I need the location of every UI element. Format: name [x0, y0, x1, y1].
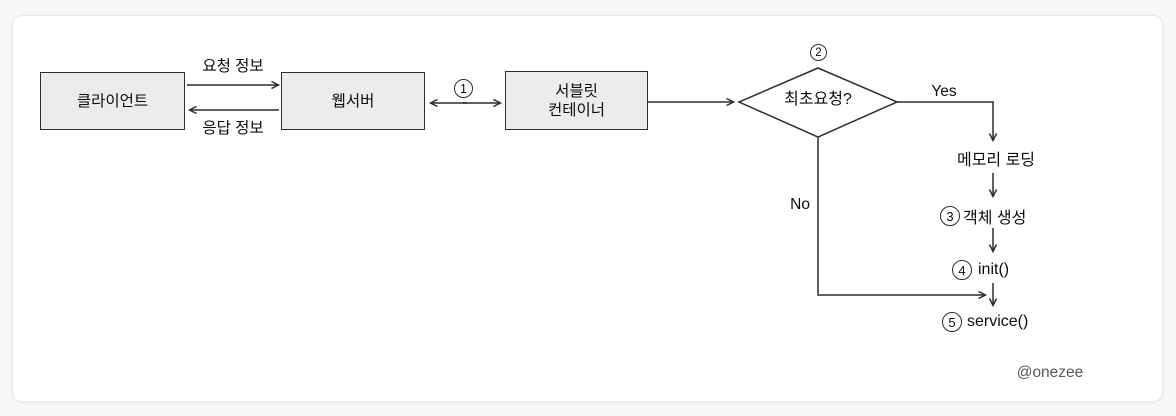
step-5: 5 service() — [942, 312, 1028, 332]
decision-label: 최초요청? — [784, 91, 852, 108]
step-3-label: 객체 생성 — [963, 210, 1027, 227]
step-4-badge: 4 — [952, 260, 972, 280]
edge-yes-arrow — [897, 101, 998, 143]
step-3-number: 3 — [946, 208, 954, 224]
node-servlet-container-label-line1: 서블릿 — [555, 82, 598, 100]
edge-request-label: 요청 정보 — [202, 58, 264, 75]
edge-yes-label: Yes — [931, 83, 957, 100]
step-1-number: 1 — [460, 81, 467, 96]
node-client-label: 클라이언트 — [76, 92, 149, 110]
node-client: 클라이언트 — [40, 72, 185, 130]
step-3: 3 객체 생성 — [940, 204, 1026, 228]
watermark: @onezee — [1016, 364, 1084, 381]
step-5-label: service() — [967, 313, 1029, 330]
step-5-badge: 5 — [942, 312, 962, 332]
step-4-label: init() — [978, 261, 1010, 278]
step-4: 4 init() — [952, 260, 1009, 280]
step-3-badge: 3 — [940, 206, 960, 226]
edge-no-arrow — [817, 137, 988, 300]
memory-loading-label: 메모리 로딩 — [956, 152, 1036, 169]
step-4-number: 4 — [958, 262, 966, 278]
node-web-server-label: 웹서버 — [331, 92, 375, 110]
step-1-badge: 1 — [454, 79, 473, 98]
step-5-number: 5 — [948, 314, 956, 330]
edge-no-label: No — [790, 196, 810, 213]
edge-response-label: 응답 정보 — [202, 120, 264, 137]
node-servlet-container-label-line2: 컨테이너 — [547, 101, 606, 119]
node-web-server: 웹서버 — [281, 72, 425, 130]
step-2-number: 2 — [815, 46, 822, 59]
node-servlet-container: 서블릿 컨테이너 — [505, 71, 648, 130]
step-2-badge: 2 — [810, 44, 827, 61]
